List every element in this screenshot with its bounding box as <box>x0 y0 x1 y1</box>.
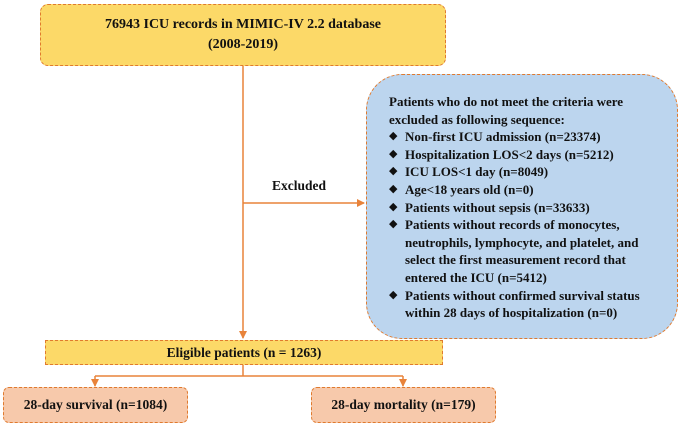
exclusion-item: ◆ Patients without confirmed survival sta… <box>389 287 669 322</box>
exclusion-header-line2: excluded as following sequence: <box>389 111 565 127</box>
exclusion-header-line1: Patients who do not meet the criteria we… <box>389 94 624 109</box>
exclusion-list: ◆ Non-first ICU admission (n=23374) ◆ Hospi… <box>389 128 669 322</box>
diamond-bullet-icon: ◆ <box>389 288 398 301</box>
exclusion-item-text: Non-first ICU admission (n=23374) <box>405 128 601 146</box>
eligible-patients-box: Eligible patients (n = 1263) <box>45 340 443 365</box>
exclusion-header: Patients who do not meet the criteria we… <box>389 93 669 128</box>
diamond-bullet-icon: ◆ <box>389 130 398 143</box>
exclusion-item: ◆ Patients without records of monocytes,n… <box>389 216 669 286</box>
excluded-label: Excluded <box>272 178 327 193</box>
survival-box: 28-day survival (n=1084) <box>3 387 188 423</box>
eligible-patients-label: Eligible patients (n = 1263) <box>166 344 322 360</box>
exclusion-item-text: Patients without records of monocytes,ne… <box>405 216 638 286</box>
exclusion-item-line: Patients without records of monocytes, <box>405 217 620 233</box>
exclusion-item-text: Patients without sepsis (n=33633) <box>405 199 590 217</box>
diamond-bullet-icon: ◆ <box>389 218 398 231</box>
source-records-line2: (2008-2019) <box>208 37 278 52</box>
exclusion-item-line: select the first measurement record that <box>405 252 626 268</box>
diamond-bullet-icon: ◆ <box>389 147 398 160</box>
exclusion-item: ◆ Patients without sepsis (n=33633) <box>389 199 669 217</box>
exclusion-item: ◆ Hospitalization LOS<2 days (n=5212) <box>389 146 669 164</box>
exclusion-item-line: Hospitalization LOS<2 days (n=5212) <box>405 146 614 162</box>
mortality-label: 28-day mortality (n=179) <box>331 397 476 412</box>
exclusion-criteria-box: Patients who do not meet the criteria we… <box>366 74 678 339</box>
exclusion-item-text: Hospitalization LOS<2 days (n=5212) <box>405 146 614 164</box>
diamond-bullet-icon: ◆ <box>389 182 398 195</box>
diamond-bullet-icon: ◆ <box>389 200 398 213</box>
mortality-box: 28-day mortality (n=179) <box>311 387 496 423</box>
exclusion-item-line: entered the ICU (n=5412) <box>405 269 547 285</box>
diamond-bullet-icon: ◆ <box>389 165 398 178</box>
exclusion-item-line: ICU LOS<1 day (n=8049) <box>405 164 549 180</box>
source-records-line1: 76943 ICU records in MIMIC-IV 2.2 databa… <box>105 17 381 32</box>
exclusion-item-text: ICU LOS<1 day (n=8049) <box>405 163 548 181</box>
exclusion-item-line: Non-first ICU admission (n=23374) <box>405 129 601 145</box>
survival-label: 28-day survival (n=1084) <box>23 397 168 412</box>
exclusion-item: ◆ ICU LOS<1 day (n=8049) <box>389 163 669 181</box>
exclusion-item-line: Patients without sepsis (n=33633) <box>405 199 590 215</box>
source-records-box: 76943 ICU records in MIMIC-IV 2.2 databa… <box>40 4 446 66</box>
exclusion-item-line: neutrophils, lymphocyte, and platelet, a… <box>405 234 639 250</box>
exclusion-item-line: Age<18 years old (n=0) <box>405 181 534 197</box>
exclusion-item: ◆ Age<18 years old (n=0) <box>389 181 669 199</box>
exclusion-item-text: Patients without confirmed survival stat… <box>405 287 640 322</box>
exclusion-item-line: within 28 days of hospitalization (n=0) <box>405 305 618 321</box>
exclusion-item: ◆ Non-first ICU admission (n=23374) <box>389 128 669 146</box>
exclusion-item-text: Age<18 years old (n=0) <box>405 181 534 199</box>
exclusion-item-line: Patients without confirmed survival stat… <box>405 287 640 303</box>
